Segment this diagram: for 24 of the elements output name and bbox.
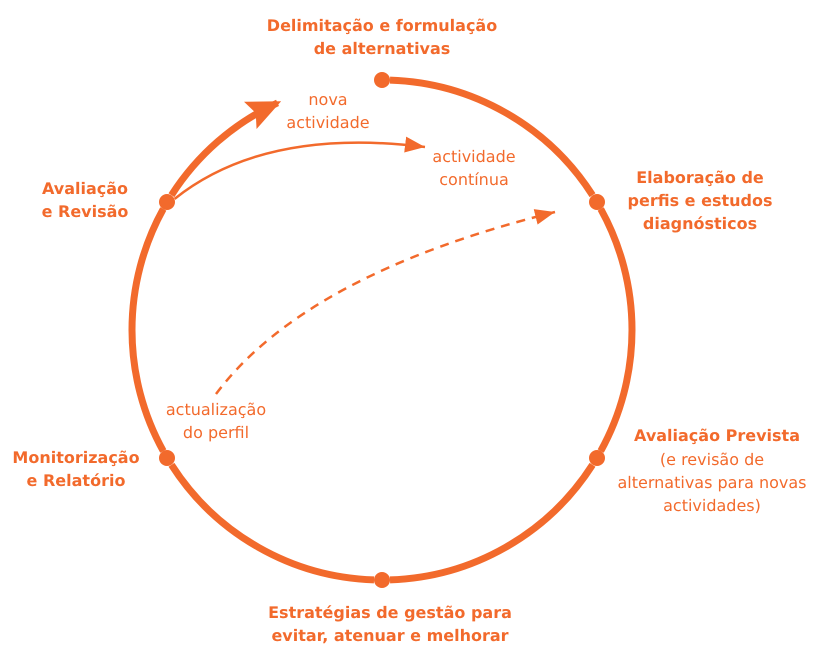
stage-title: Elaboração de perfis e estudos diagnósticos: [626, 167, 774, 235]
stage-note: (e revisão de alternativas para novas actividades): [617, 449, 807, 517]
edge-label: nova actividade: [285, 89, 371, 134]
stage-title: Monitorização e Relatório: [11, 447, 141, 492]
arrow: [215, 209, 556, 395]
node-label: actualização do perfil: [164, 399, 268, 444]
arrow: [174, 137, 426, 200]
edge-label: actividade contínua: [431, 146, 517, 191]
stage-dot: [588, 194, 605, 210]
arrow: [168, 100, 282, 198]
stage-dot: [374, 72, 390, 88]
stage-dot: [159, 450, 176, 466]
cycle-arc: [390, 76, 596, 198]
cycle-arc: [168, 462, 374, 584]
stage-dot: [159, 194, 176, 210]
cycle-arc: [598, 207, 636, 453]
stage-dot: [588, 450, 605, 466]
cycle-arc: [390, 462, 596, 584]
stage-title: Avaliação Prevista: [633, 425, 801, 447]
stage-title: Estratégias de gestão para evitar, atenuar e melhorar: [267, 602, 513, 646]
stage-title: Delimitação e formulação de alternativas: [266, 15, 498, 60]
cycle-arc: [128, 207, 166, 453]
stage-title: Avaliação e Revisão: [40, 178, 130, 223]
stage-dot: [374, 572, 390, 588]
